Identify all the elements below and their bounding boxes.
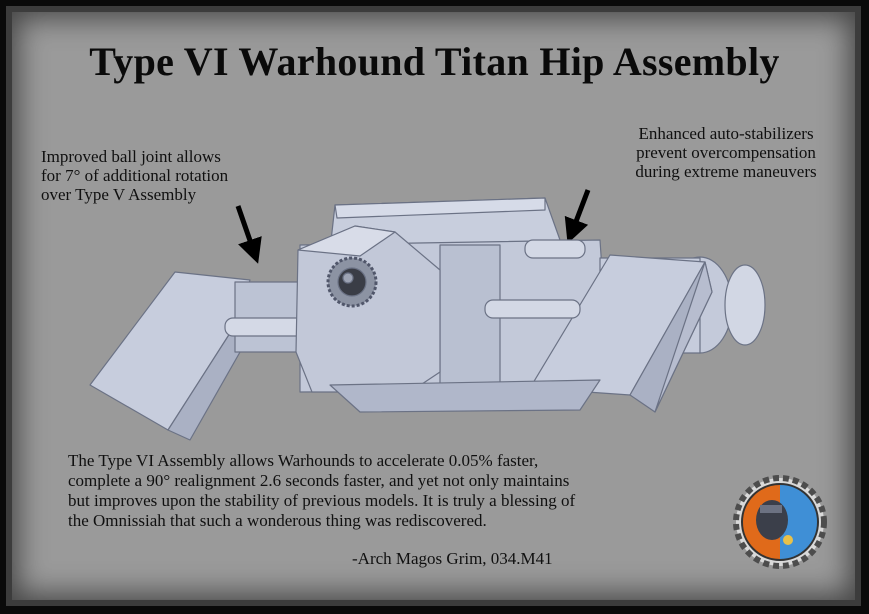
hip-assembly-image bbox=[89, 197, 766, 441]
quote-text: The Type VI Assembly allows Warhounds to… bbox=[68, 451, 576, 530]
left-annotation: Improved ball joint allows for 7° of add… bbox=[41, 147, 229, 204]
right-annotation: Enhanced auto-stabilizers prevent overco… bbox=[635, 124, 817, 181]
page-title: Type VI Warhound Titan Hip Assembly bbox=[89, 39, 780, 84]
right-arrow-icon bbox=[564, 189, 591, 244]
quote-attribution: -Arch Magos Grim, 034.M41 bbox=[352, 549, 553, 568]
left-arrow-icon bbox=[235, 205, 262, 264]
mechanicus-cog-emblem-icon bbox=[733, 475, 827, 569]
